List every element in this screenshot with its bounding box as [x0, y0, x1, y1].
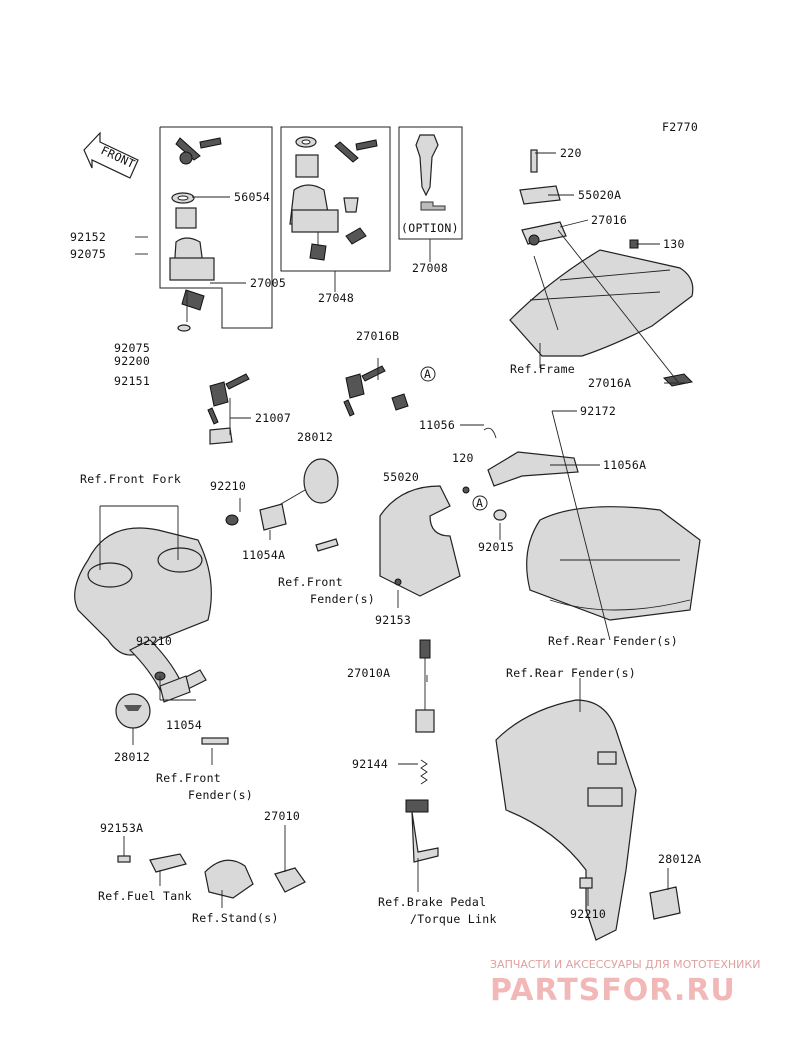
- ignition-switch-set-27005: [169, 137, 222, 332]
- label-ref-front-fender-lower-2: Fender(s): [188, 788, 253, 802]
- cover-55020: [379, 485, 461, 597]
- rear-fender-assembly: [526, 506, 701, 621]
- label-220: 220: [560, 146, 582, 160]
- label-28012-lower: 28012: [114, 750, 150, 764]
- label-92151: 92151: [114, 374, 150, 388]
- label-27010: 27010: [264, 809, 300, 823]
- label-ref-fuel-tank: Ref.Fuel Tank: [98, 889, 192, 903]
- label-ref-front-fork: Ref.Front Fork: [80, 472, 181, 486]
- label-27008: 27008: [412, 261, 448, 275]
- front-fork-bracket: [74, 527, 212, 691]
- label-120: 120: [452, 451, 474, 465]
- bracket-11056A: [462, 427, 579, 521]
- brake-pedal: [405, 799, 439, 863]
- label-92075-lower: 92075: [114, 341, 150, 355]
- label-27016: 27016: [591, 213, 627, 227]
- leader-lines: [99, 152, 688, 908]
- label-ref-front-fender-lower-1: Ref.Front: [156, 771, 221, 785]
- label-130: 130: [663, 237, 685, 251]
- label-27016A: 27016A: [588, 376, 631, 390]
- group-box-27048: [280, 126, 391, 272]
- figure-code: F2770: [662, 120, 698, 134]
- watermark-brand: PARTSFOR.RU: [490, 973, 736, 1008]
- label-ref-front-fender-upper-2: Fender(s): [310, 592, 375, 606]
- option-label: (OPTION): [401, 221, 459, 235]
- bracket-11054A: [225, 503, 339, 552]
- option-key-27008: (OPTION): [401, 134, 459, 235]
- label-55020A: 55020A: [578, 188, 621, 202]
- label-ref-rear-fender-lower: Ref.Rear Fender(s): [506, 666, 636, 680]
- frame-outline: [509, 249, 694, 387]
- ignition-switch-set-27048: [289, 136, 378, 261]
- sensor-27010A: [415, 639, 435, 785]
- stand-switch-27010: [117, 844, 306, 899]
- group-box-27005: [159, 126, 273, 329]
- label-ref-stand: Ref.Stand(s): [192, 911, 279, 925]
- bracket-11054: [154, 671, 229, 745]
- reflector-28012-lower: [115, 693, 151, 729]
- label-92075-upper: 92075: [70, 247, 106, 261]
- key-set-21007: [207, 373, 250, 445]
- label-92210-middle: 92210: [136, 634, 172, 648]
- label-28012A: 28012A: [658, 852, 701, 866]
- seat-lock-parts: [519, 149, 639, 249]
- label-11056A: 11056A: [603, 458, 646, 472]
- label-27016B: 27016B: [356, 329, 399, 343]
- label-11054: 11054: [166, 718, 202, 732]
- marker-a-lower: A: [472, 495, 488, 511]
- label-92153A: 92153A: [100, 821, 143, 835]
- watermark-tagline: ЗАПЧАСТИ И АКСЕССУАРЫ ДЛЯ МОТОТЕХНИКИ: [490, 958, 760, 971]
- label-92153: 92153: [375, 613, 411, 627]
- label-ref-rear-fender-upper: Ref.Rear Fender(s): [548, 634, 678, 648]
- rear-fender-lower: [495, 699, 681, 941]
- label-92210-lower: 92210: [570, 907, 606, 921]
- label-55020: 55020: [383, 470, 419, 484]
- marker-a-upper-label: A: [424, 367, 431, 381]
- marker-a-upper: A: [420, 366, 436, 382]
- marker-a-lower-label: A: [476, 496, 483, 510]
- label-92152: 92152: [70, 230, 106, 244]
- label-27048: 27048: [318, 291, 354, 305]
- label-92210-upper: 92210: [210, 479, 246, 493]
- label-11054A: 11054A: [242, 548, 285, 562]
- label-27010A: 27010A: [347, 666, 390, 680]
- label-92172: 92172: [580, 404, 616, 418]
- label-ref-brake-pedal: Ref.Brake Pedal: [378, 895, 486, 909]
- front-arrow: FRONT: [83, 131, 139, 179]
- label-92144: 92144: [352, 757, 388, 771]
- label-92200: 92200: [114, 354, 150, 368]
- label-torque-link: /Torque Link: [410, 912, 497, 926]
- label-27005: 27005: [250, 276, 286, 290]
- label-56054: 56054: [234, 190, 270, 204]
- label-11056: 11056: [419, 418, 455, 432]
- group-box-27008: [398, 126, 463, 240]
- label-92015: 92015: [478, 540, 514, 554]
- key-set-27016B: [343, 365, 409, 417]
- label-21007: 21007: [255, 411, 291, 425]
- label-28012-upper: 28012: [297, 430, 333, 444]
- label-ref-frame: Ref.Frame: [510, 362, 575, 376]
- label-ref-front-fender-upper-1: Ref.Front: [278, 575, 343, 589]
